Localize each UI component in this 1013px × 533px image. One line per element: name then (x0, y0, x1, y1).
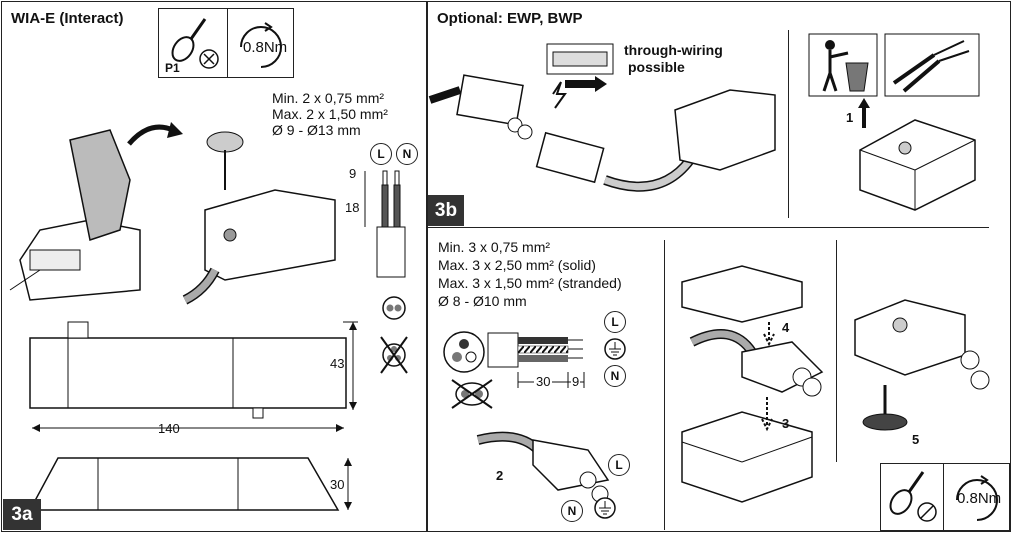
ground-symbol-icon (604, 338, 626, 360)
dimension-side: 30 (330, 477, 345, 492)
cable-spec: Min. 2 x 0,75 mm² Max. 2 x 1,50 mm² Ø 9 … (272, 90, 388, 138)
rotate-torque-icon-3b (956, 475, 998, 521)
panel-3a-title: WIA-E (Interact) (11, 10, 124, 27)
step-3-label: 3 (782, 416, 790, 431)
connector-housing-drawing (859, 119, 976, 211)
connector-cable-spec: Min. 3 x 0,75 mm² Max. 3 x 2,50 mm² (sol… (438, 239, 622, 309)
step-4-label: 4 (782, 320, 790, 335)
three-wire-strip-drawing (487, 332, 583, 368)
terminal-l: L (370, 143, 392, 165)
strip-length-9: 9 (349, 166, 357, 181)
plug-wiring-drawing (476, 431, 610, 503)
two-core-cable-icon (382, 296, 406, 320)
dimension-length: 140 (158, 421, 180, 436)
panel-3a (1, 1, 427, 532)
step-1-label: 1 (846, 110, 854, 125)
terminal-n-3b: N (604, 365, 626, 387)
torque-value: 0.8Nm (243, 39, 288, 56)
up-arrow-icon (858, 98, 870, 128)
mounting-screw-drawing (854, 299, 990, 431)
cable-clamp-screw-drawing (182, 131, 336, 305)
wire-cutter-icon (884, 33, 980, 97)
plug-terminal-n: N (561, 500, 583, 522)
two-core-cable-crossed-icon (451, 379, 493, 409)
through-wiring-icon (546, 43, 614, 109)
tool-label: P1 (165, 61, 180, 75)
screwdriver-icon-3b (889, 471, 937, 522)
connector-assembly-drawing (681, 265, 824, 503)
panel-3b-title: Optional: EWP, BWP (437, 10, 583, 27)
driver-housing-open-drawing (9, 129, 141, 301)
recycle-bin-icon (808, 33, 878, 97)
through-wiring-text: through-wiring possible (624, 42, 723, 75)
tool-torque-box: P1 0.8Nm (158, 8, 294, 78)
connector-through-wiring-drawing (428, 74, 776, 192)
strip-length-30: 30 (534, 374, 553, 389)
panel-3b (427, 1, 1011, 532)
height-dimension-line (349, 322, 357, 410)
three-core-cable-crossed-icon (380, 336, 408, 374)
plug-ground-icon (594, 497, 616, 519)
strip-length-18: 18 (345, 200, 360, 215)
driver-side-view-drawing (28, 457, 352, 511)
strip-length-9-3b: 9 (571, 374, 581, 389)
panel-3a-badge: 3a (3, 499, 41, 530)
step-5-label: 5 (912, 432, 920, 447)
panel-3b-badge: 3b (428, 195, 464, 226)
driver-top-view-drawing (29, 321, 358, 432)
terminal-n: N (396, 143, 418, 165)
wire-strip-drawing (364, 170, 406, 278)
tool-torque-box-3b: 0.8Nm (880, 463, 1010, 531)
dimension-height: 43 (330, 356, 345, 371)
three-core-cable-icon (443, 331, 485, 373)
screwdriver-icon (171, 18, 219, 69)
flip-arrow-icon (127, 122, 183, 146)
torque-value-3b: 0.8Nm (957, 490, 1002, 507)
rotate-torque-icon (240, 22, 282, 68)
terminal-l-3b: L (604, 311, 626, 333)
plug-terminal-l: L (608, 454, 630, 476)
step-2-label: 2 (496, 468, 504, 483)
